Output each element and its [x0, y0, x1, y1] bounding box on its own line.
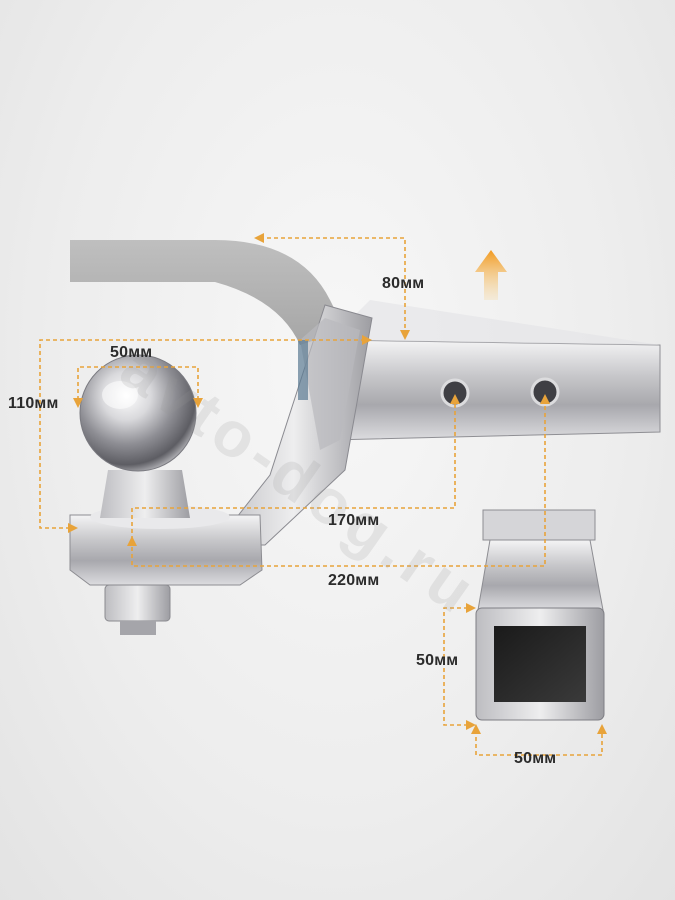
dim-line-rise [262, 237, 406, 335]
label-shank-170: 170мм [328, 512, 380, 529]
dim-line-220 [131, 400, 546, 567]
label-shank-220: 220мм [328, 572, 380, 589]
label-receiver-width: 50мм [514, 750, 557, 767]
label-ball-diameter: 50мм [110, 344, 153, 361]
dimension-lines [39, 237, 603, 756]
dim-line-height [39, 339, 365, 529]
label-receiver-height: 50мм [416, 652, 459, 669]
hitch-ball [79, 354, 197, 518]
up-arrow-icon [475, 250, 507, 300]
dimension-arrowheads [68, 233, 607, 734]
reference-tube-profile [70, 240, 345, 345]
dim-line-ball-diameter [77, 366, 199, 400]
shank-bar [329, 300, 661, 441]
label-ball-height: 110мм [8, 395, 59, 412]
drop-arm [213, 304, 373, 546]
receiver-adapter [475, 509, 605, 721]
dim-line-170 [131, 400, 456, 540]
hitch-nut [104, 584, 171, 635]
dim-line-receiver-width [475, 730, 603, 756]
label-rise: 80мм [382, 275, 425, 292]
